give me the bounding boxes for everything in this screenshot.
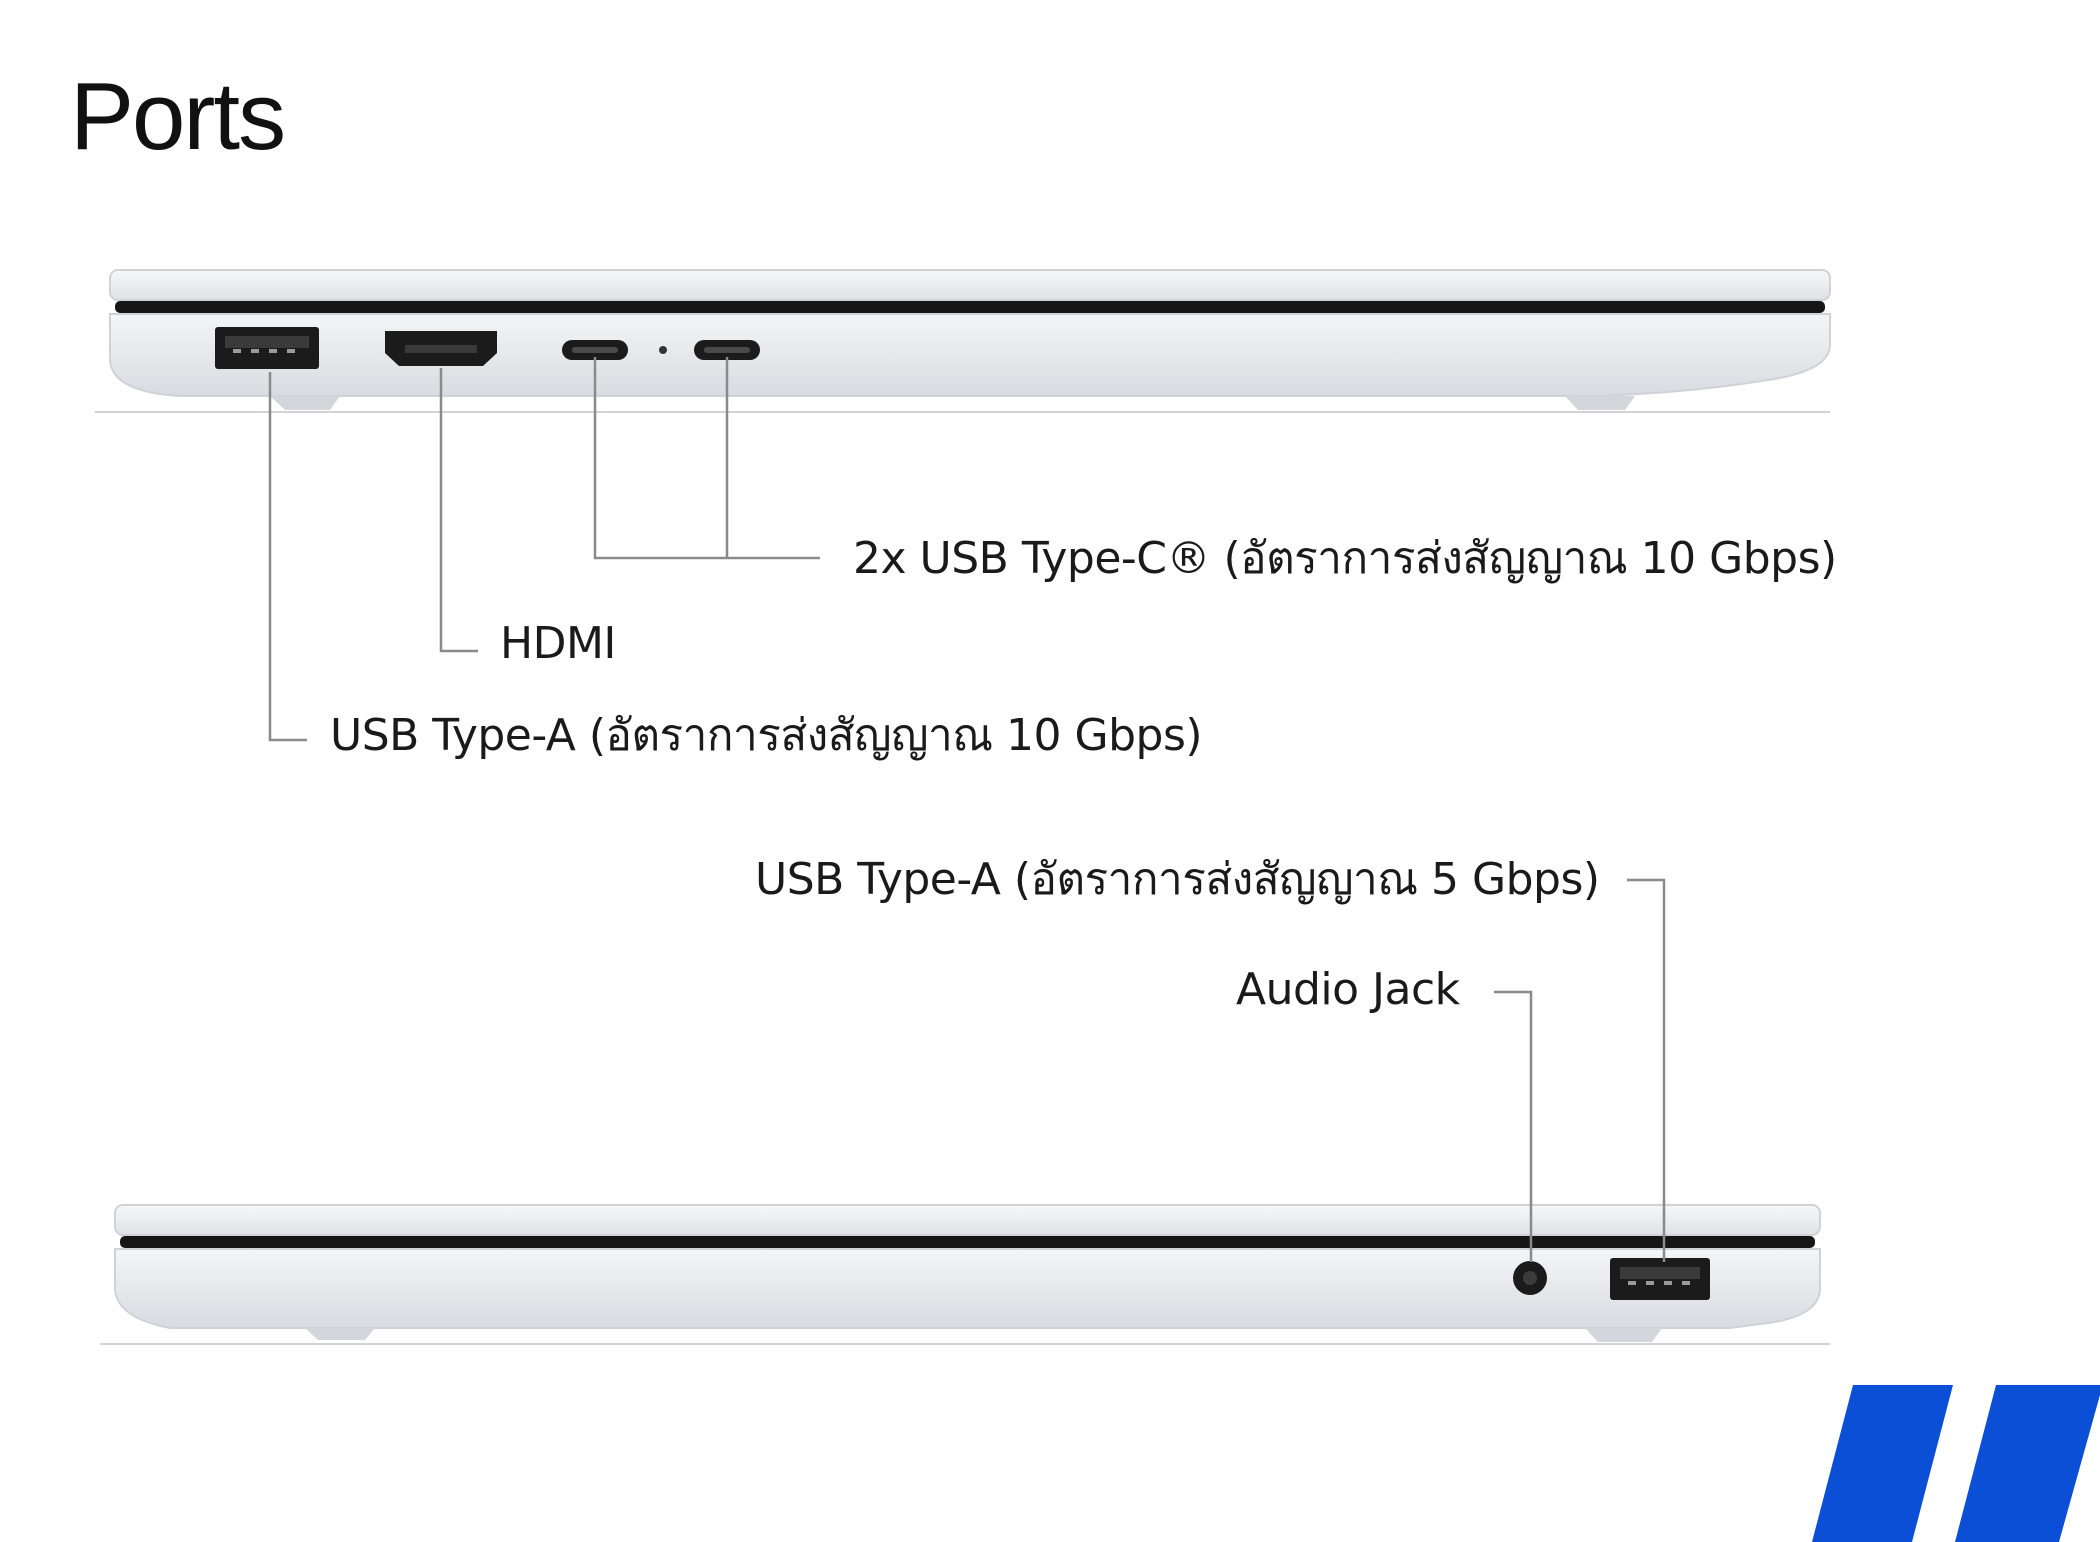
laptop-left-side-view <box>95 269 1831 413</box>
front-foot <box>270 396 340 410</box>
usb-a-port-icon <box>215 327 319 369</box>
leader-lines-left-side <box>268 357 820 742</box>
audio-jack-label: Audio Jack <box>1236 964 1460 1015</box>
hdmi-leader-line <box>439 368 478 653</box>
page-title: Ports <box>70 63 286 170</box>
front-foot <box>1585 1328 1662 1342</box>
laptop-base <box>114 1248 1821 1329</box>
laptop-right-side-view <box>100 1204 1830 1345</box>
usb-a-5g-leader-line <box>1627 878 1666 1262</box>
usb-a-10g-label: USB Type-A (อัตราการส่งสัญญาณ 10 Gbps) <box>330 710 1203 761</box>
usb-a-leader-line <box>268 372 307 742</box>
usb-c-label: 2x USB Type-C® (อัตราการส่งสัญญาณ 10 Gbp… <box>853 533 1837 584</box>
laptop-lid <box>109 269 1831 301</box>
laptop-base <box>109 313 1831 397</box>
hinge-gap <box>115 301 1825 313</box>
audio-jack-leader-line <box>1494 990 1533 1262</box>
laptop-lid <box>114 1204 1821 1236</box>
usb-a-port-icon-right <box>1610 1258 1710 1300</box>
hdmi-label: HDMI <box>500 618 616 669</box>
hinge-gap <box>120 1236 1815 1248</box>
brand-stripes-logo <box>1812 1385 2100 1542</box>
usb-a-5g-label: USB Type-A (อัตราการส่งสัญญาณ 5 Gbps) <box>755 854 1600 905</box>
indicator-led-icon <box>659 346 667 354</box>
rear-foot <box>1565 396 1635 410</box>
leader-lines-right-side <box>1494 878 1666 1262</box>
usb-c-leader-line <box>593 357 820 560</box>
rear-foot <box>305 1328 375 1340</box>
